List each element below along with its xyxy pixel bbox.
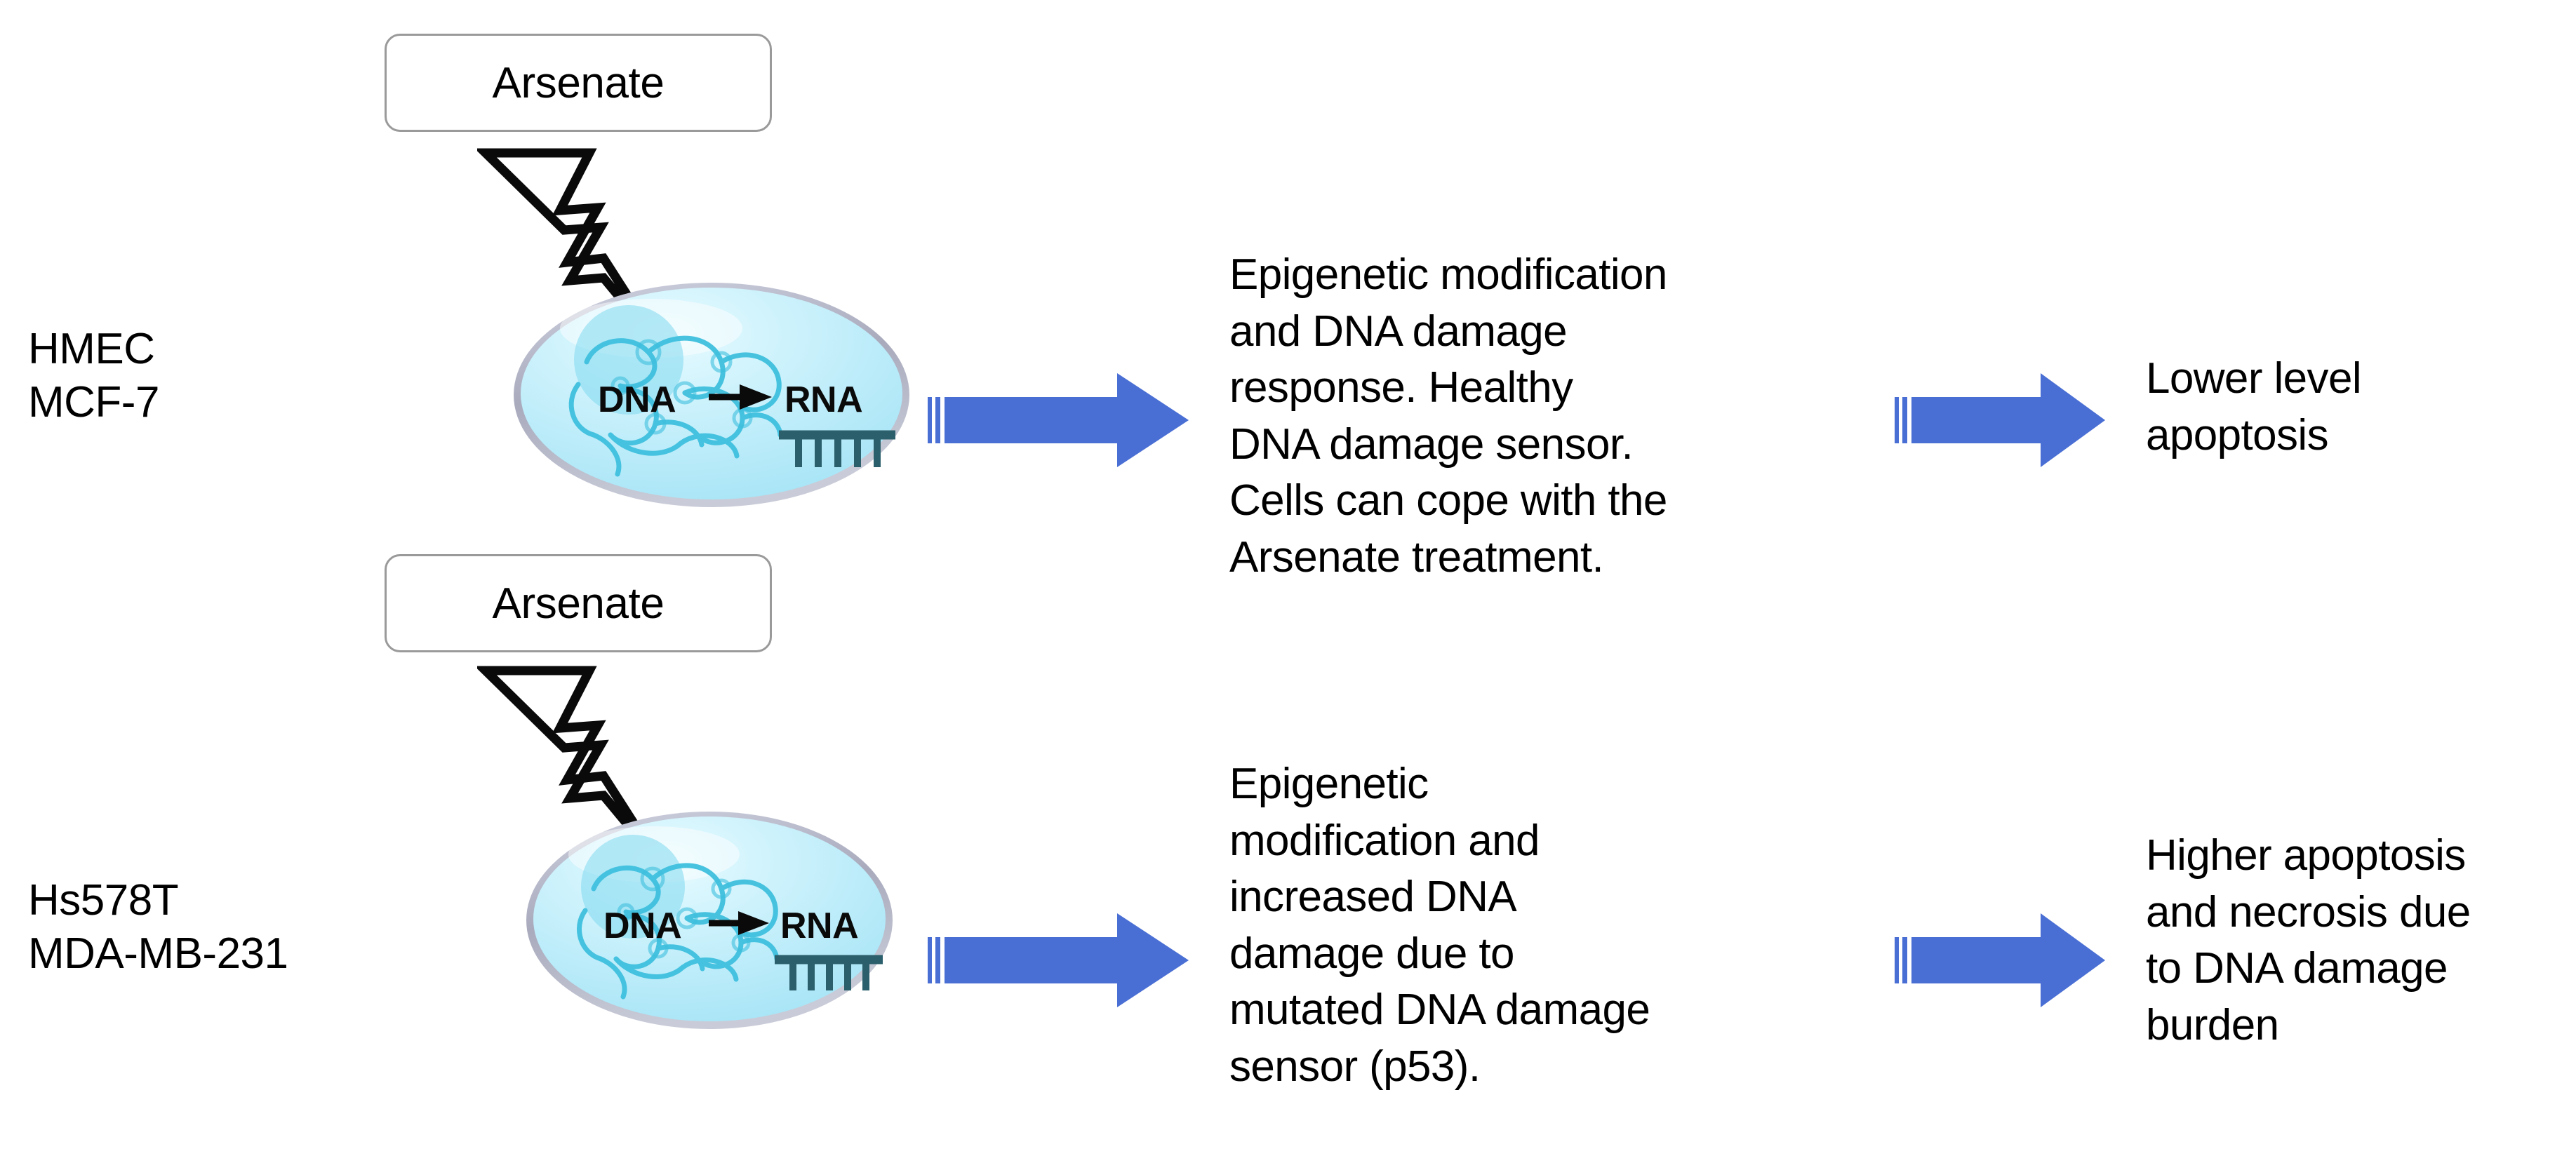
flow-arrow-row1-1: [928, 373, 1189, 467]
description-text-row1: Epigenetic modification and DNA damage r…: [1229, 250, 1667, 582]
flow-arrow-row1-2: [1895, 373, 2105, 467]
arsenate-box-row1: Arsenate: [385, 34, 772, 132]
arsenate-box-row2: Arsenate: [385, 554, 772, 652]
rna-label-row2: RNA: [780, 906, 859, 946]
rna-strand-icon-row2: [775, 955, 883, 990]
arsenate-label-row1: Arsenate: [492, 58, 665, 107]
transcription-arrow-icon-row1: [709, 384, 772, 410]
rna-strand-icon-row1: [779, 430, 895, 467]
rna-label-row1: RNA: [785, 379, 863, 420]
flow-arrow-row2-1: [928, 913, 1189, 1007]
outcome-text-row2: Higher apoptosis and necrosis due to DNA…: [2146, 831, 2471, 1049]
dna-label-row1: DNA: [598, 379, 676, 420]
description-text-row2: Epigenetic modification and increased DN…: [1229, 760, 1650, 1091]
cell-graphic-row2: DNA RNA: [523, 808, 895, 1031]
lightning-bolt-icon-row2: [477, 666, 662, 865]
flow-arrow-row2-2: [1895, 913, 2105, 1007]
outcome-text-row1: Lower level apoptosis: [2146, 354, 2362, 459]
cell-line-label-row1: HMEC MCF-7: [28, 325, 159, 426]
cell-graphic-row1: DNA RNA: [511, 279, 912, 511]
dna-label-row2: DNA: [603, 906, 682, 946]
cell-line-label-row2: Hs578T MDA-MB-231: [28, 876, 288, 978]
arsenate-label-row2: Arsenate: [492, 579, 665, 628]
lightning-bolt-icon-row1: [477, 148, 662, 347]
transcription-arrow-icon-row2: [709, 911, 769, 935]
